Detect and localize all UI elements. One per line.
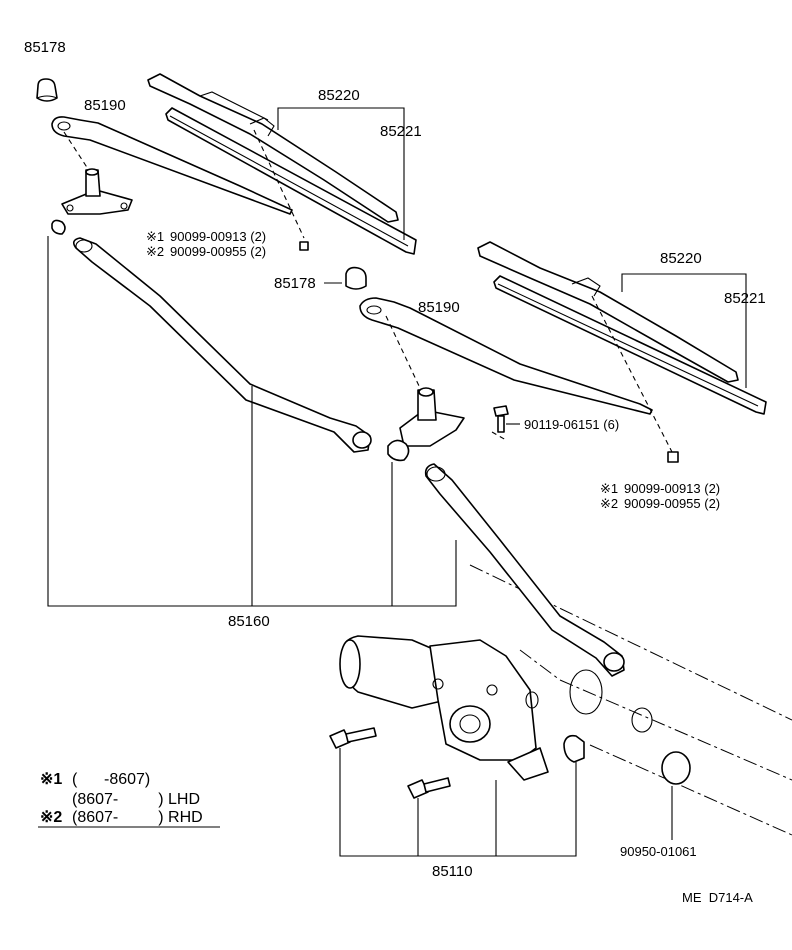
blade-insert-right bbox=[493, 275, 767, 415]
wiper-arm-cap-lower bbox=[345, 266, 367, 290]
label-motor: 85110 bbox=[432, 863, 473, 880]
wiper-pivot-left bbox=[61, 168, 133, 215]
wiper-arm-right bbox=[359, 297, 653, 415]
hole-plug bbox=[661, 751, 691, 785]
linkage-rod-right bbox=[387, 439, 625, 677]
linkage-rod-left bbox=[51, 219, 372, 453]
wiper-blade-right bbox=[477, 241, 739, 383]
note-left-2-mark: ※2 bbox=[146, 244, 164, 259]
label-arm-left: 85190 bbox=[84, 97, 126, 114]
blade-insert-left bbox=[165, 107, 417, 255]
bolt-90119 bbox=[493, 405, 509, 433]
motor-bolt-lower bbox=[407, 777, 451, 799]
legend: ※1 ( -8607) (8607- ) LHD ※2 (8607- ) RHD bbox=[38, 771, 220, 828]
legend-row1-mark: ※1 bbox=[40, 771, 62, 788]
label-cap-upper: 85178 bbox=[24, 39, 66, 56]
note-left-1-mark: ※1 bbox=[146, 229, 164, 244]
figure-code: ME D714-A bbox=[682, 890, 753, 905]
label-cap-lower: 85178 bbox=[274, 275, 316, 292]
legend-row1-text: ( -8607) bbox=[72, 771, 150, 788]
note-right-2-mark: ※2 bbox=[600, 496, 618, 511]
legend-row3-mark: ※2 bbox=[40, 809, 62, 826]
motor-grommet bbox=[563, 734, 585, 763]
wiper-blade-left bbox=[147, 73, 399, 223]
blade-nut-right bbox=[667, 451, 679, 463]
motor-bolt-upper bbox=[329, 727, 377, 749]
wiper-motor bbox=[339, 635, 549, 781]
label-insert-left: 85221 bbox=[380, 123, 422, 140]
label-bolt: 90119-06151 (6) bbox=[524, 417, 619, 432]
note-right-1: 90099-00913 (2) bbox=[624, 481, 720, 496]
note-right-1-mark: ※1 bbox=[600, 481, 618, 496]
note-left-1: 90099-00913 (2) bbox=[170, 229, 266, 244]
note-left-2: 90099-00955 (2) bbox=[170, 244, 266, 259]
label-insert-right: 85221 bbox=[724, 290, 766, 307]
label-blade-right: 85220 bbox=[660, 250, 702, 267]
label-arm-right: 85190 bbox=[418, 299, 460, 316]
cowl-panel-holes bbox=[525, 669, 653, 733]
label-plug: 90950-01061 bbox=[620, 844, 697, 859]
note-right-2: 90099-00955 (2) bbox=[624, 496, 720, 511]
legend-row2-text: (8607- ) LHD bbox=[72, 791, 200, 808]
blade-nut-left bbox=[299, 241, 309, 251]
label-link: 85160 bbox=[228, 613, 270, 630]
legend-row3-text: (8607- ) RHD bbox=[72, 809, 203, 826]
label-blade-left: 85220 bbox=[318, 87, 360, 104]
wiper-arm-left bbox=[51, 116, 293, 215]
wiper-arm-cap-upper bbox=[36, 78, 58, 102]
wiper-pivot-right bbox=[399, 387, 465, 447]
